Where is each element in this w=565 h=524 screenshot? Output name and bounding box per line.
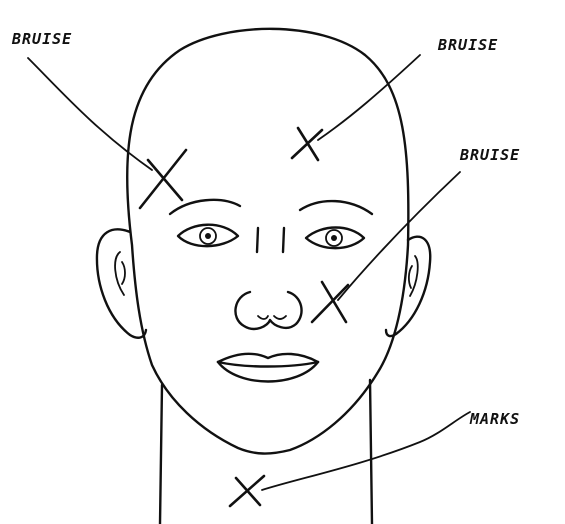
label-forehead-right: BRUISE — [437, 36, 498, 54]
leader-line-neck — [262, 412, 470, 490]
leader-line-forehead-right — [318, 55, 420, 140]
right-ear-inner — [409, 256, 418, 296]
nose-bridge-left — [257, 228, 258, 252]
left-pupil — [205, 233, 211, 239]
bruise-mark-cheek — [312, 282, 348, 322]
upper-lip — [218, 354, 318, 362]
right-pupil — [331, 235, 337, 241]
label-neck: MARKS — [469, 410, 520, 428]
left-ear-inner — [115, 252, 125, 295]
nose — [235, 292, 301, 329]
left-eyebrow — [170, 200, 240, 214]
bruise-mark-forehead-left — [140, 150, 186, 208]
mark-neck — [230, 476, 264, 506]
nostrils — [258, 316, 286, 319]
mouth-line — [218, 362, 318, 367]
right-eyebrow — [300, 201, 372, 214]
neck-left — [160, 385, 162, 524]
label-cheek: BRUISE — [459, 146, 520, 164]
nose-bridge-right — [283, 228, 284, 252]
head-outline — [127, 29, 408, 454]
neck-right — [370, 380, 372, 524]
leader-line-cheek — [338, 172, 460, 300]
label-forehead-left: BRUISE — [11, 30, 72, 48]
bruise-mark-forehead-right — [292, 128, 322, 160]
leader-line-forehead-left — [28, 58, 152, 170]
